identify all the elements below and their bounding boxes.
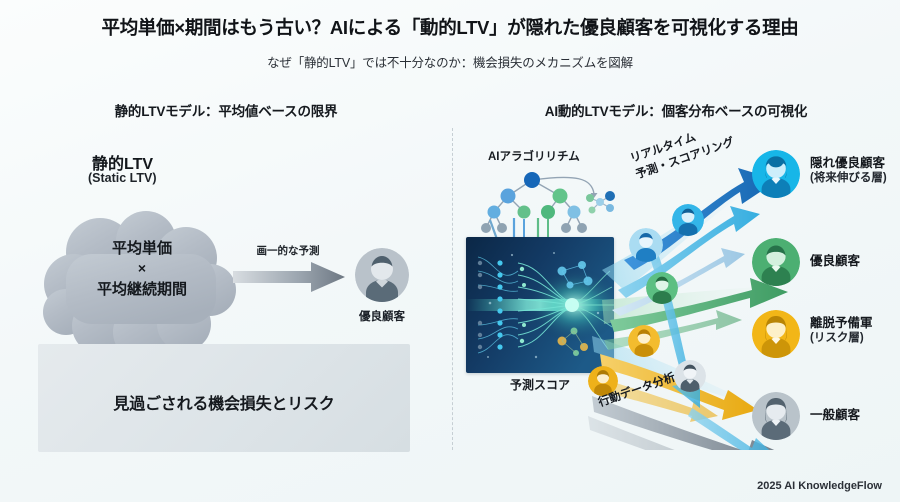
panel-divider (452, 128, 453, 450)
person-avatar-icon (672, 204, 704, 236)
left-result-avatar (355, 248, 409, 302)
opportunity-loss-text: 見過ごされる機会損失とリスク (113, 396, 335, 413)
mid-avatar-cyan (629, 228, 663, 262)
mid-avatar-green (646, 272, 678, 304)
mid-avatar-amber-1 (628, 325, 660, 357)
opportunity-loss-banner (38, 344, 410, 452)
ai-algorithm-label: AIアラゴリリチム (488, 151, 580, 163)
segment-label-sub: (将来伸びる層) (810, 172, 887, 184)
uniform-prediction-arrow-icon (233, 262, 345, 292)
segment-label: 一般顧客 (810, 407, 860, 423)
uniform-prediction-label: 画一的な予測 (256, 245, 320, 257)
static-ltv-title-en: (Static LTV) (88, 171, 157, 185)
mid-avatar-blue (672, 204, 704, 236)
person-avatar-icon (588, 366, 618, 396)
mid-avatar-amber-2 (588, 366, 618, 396)
person-avatar-icon (752, 238, 800, 286)
segment-label: 優良顧客 (810, 253, 860, 269)
person-avatar-icon (752, 150, 800, 198)
average-formula-cloud: 平均単価 × 平均継続期間 (38, 208, 246, 356)
segment-label-sub: (リスク層) (810, 332, 864, 344)
person-avatar-icon (752, 310, 800, 358)
cloud-shape-icon (43, 211, 236, 356)
segment-label-main: 隠れ優良顧客 (810, 156, 886, 170)
prediction-score-network-panel (466, 237, 614, 373)
page-subtitle: なぜ「静的LTV」では不十分なのか：機会損失のメカニズムを図解 (267, 56, 633, 70)
decision-tree-icon (481, 172, 615, 244)
segment-label: 隠れ優良顧客 (将来伸びる層) (810, 155, 887, 186)
segment-label-main: 一般顧客 (810, 408, 861, 422)
left-panel-heading: 静的LTVモデル：平均値ベースの限界 (114, 104, 338, 119)
segment-label: 離脱予備軍 (リスク層) (810, 315, 873, 346)
mid-avatar-gray (674, 360, 706, 392)
static-ltv-title: 静的LTV (92, 156, 154, 173)
person-avatar-icon (355, 248, 409, 302)
footer-credit: 2025 AI KnowledgeFlow (757, 480, 882, 492)
segment-label-main: 優良顧客 (810, 254, 861, 268)
person-avatar-icon (629, 228, 663, 262)
person-avatar-icon (674, 360, 706, 392)
person-avatar-icon (752, 392, 800, 440)
right-panel-heading: AI動的LTVモデル：個客分布ベースの可視化 (544, 104, 808, 119)
person-avatar-icon (628, 325, 660, 357)
person-avatar-icon (646, 272, 678, 304)
page-title: 平均単価×期間はもう古い？AIによる「動的LTV」が隠れた優良顧客を可視化する理… (101, 17, 799, 38)
segment-label-main: 離脱予備軍 (810, 316, 873, 330)
prediction-score-label: 予測スコア (509, 378, 570, 392)
neural-network-visual-icon (466, 237, 614, 373)
left-result-avatar-label: 優良顧客 (359, 311, 405, 323)
